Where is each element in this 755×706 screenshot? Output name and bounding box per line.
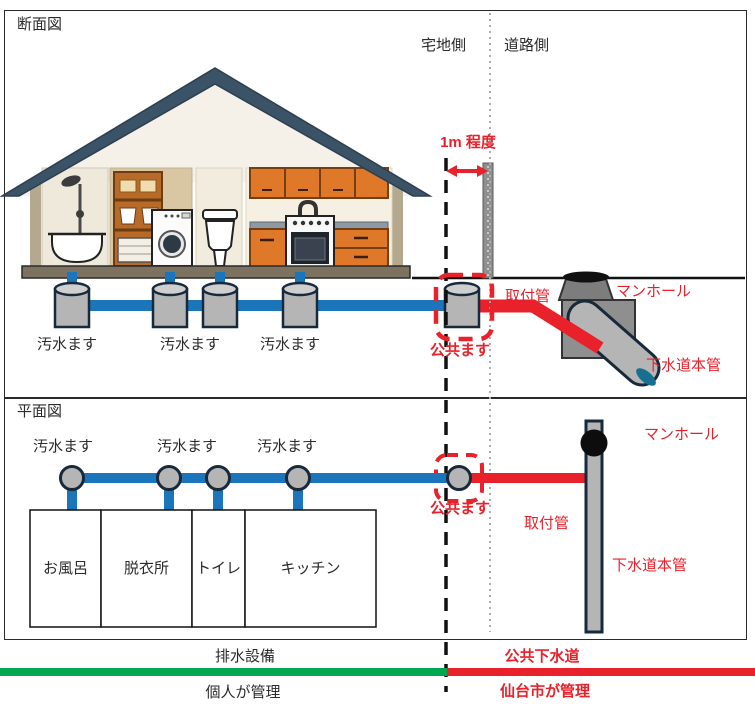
private-management-bar — [0, 668, 447, 676]
sewage-pit-label: 汚水ます — [32, 438, 93, 455]
sewage-pit-label: 汚水ます — [259, 336, 320, 353]
public-pit-highlight-cross-section — [433, 272, 495, 342]
sewage-pit-circle — [205, 465, 231, 491]
room-label-dressing: 脱衣所 — [123, 560, 169, 577]
cross-section-title: 断面図 — [17, 16, 63, 33]
manhole-label: マンホール — [616, 283, 692, 300]
sewage-pit-circle — [156, 465, 182, 491]
sewage-pit-cylinder — [151, 281, 189, 329]
public-management-bar — [447, 668, 755, 676]
house-roof — [0, 67, 433, 197]
sewage-pits-plan — [59, 465, 311, 491]
room-label-kitchen: キッチン — [280, 560, 341, 577]
distance-arrow — [446, 165, 488, 177]
sewage-pit-circle — [285, 465, 311, 491]
public-pit-label: 公共ます — [429, 342, 490, 359]
plan-view-title: 平面図 — [17, 403, 63, 420]
connection-pipe-cross-section — [477, 299, 604, 354]
public-manager-label: 仙台市が管理 — [499, 683, 590, 700]
main-pipe-plan — [584, 419, 604, 634]
cross-section-panel — [4, 10, 747, 398]
public-pit-label: 公共ます — [429, 500, 490, 517]
private-manager-label: 個人が管理 — [205, 684, 281, 701]
manhole-plan — [580, 429, 608, 457]
sewage-pit-cylinder — [201, 281, 239, 329]
sewage-pit-label: 汚水ます — [36, 336, 97, 353]
manhole-label: マンホール — [644, 426, 720, 443]
toilet-room-illustration — [195, 167, 243, 269]
sewage-pit-label: 汚水ます — [156, 438, 217, 455]
sewage-pit-circle — [59, 465, 85, 491]
boundary-wall — [482, 162, 494, 279]
sewage-pit-cylinder — [281, 281, 319, 329]
laundry-room-illustration — [109, 167, 193, 269]
main-pipe-label: 下水道本管 — [646, 357, 722, 374]
private-system-label: 排水設備 — [214, 648, 275, 665]
sewage-pits-cross-section — [53, 281, 319, 329]
plan-view-panel — [4, 398, 747, 640]
main-pipe-label: 下水道本管 — [612, 557, 688, 574]
drain-pipe-plan — [67, 473, 460, 512]
room-label-bath: お風呂 — [42, 560, 88, 577]
public-pit-plan — [446, 465, 472, 491]
residential-side-label: 宅地側 — [421, 37, 467, 54]
connection-pipe-plan — [465, 473, 586, 483]
sewage-pit-label: 汚水ます — [159, 336, 220, 353]
main-pipe-cross-section — [566, 299, 661, 387]
bathroom-illustration — [41, 167, 109, 269]
connection-pipe-label: 取付管 — [524, 515, 570, 532]
room-label-toilet: トイレ — [195, 560, 241, 577]
rooms-outline — [29, 509, 377, 628]
public-system-label: 公共下水道 — [504, 648, 580, 665]
public-pit-cross-section — [443, 281, 481, 329]
sewage-pit-label: 汚水ます — [256, 438, 317, 455]
connection-pipe-label: 取付管 — [505, 288, 551, 305]
house-illustration — [0, 67, 433, 279]
distance-label: 1m 程度 — [440, 134, 496, 151]
sewage-pit-cylinder — [53, 281, 91, 329]
kitchen-illustration — [245, 167, 393, 269]
road-side-label: 道路側 — [504, 37, 550, 54]
